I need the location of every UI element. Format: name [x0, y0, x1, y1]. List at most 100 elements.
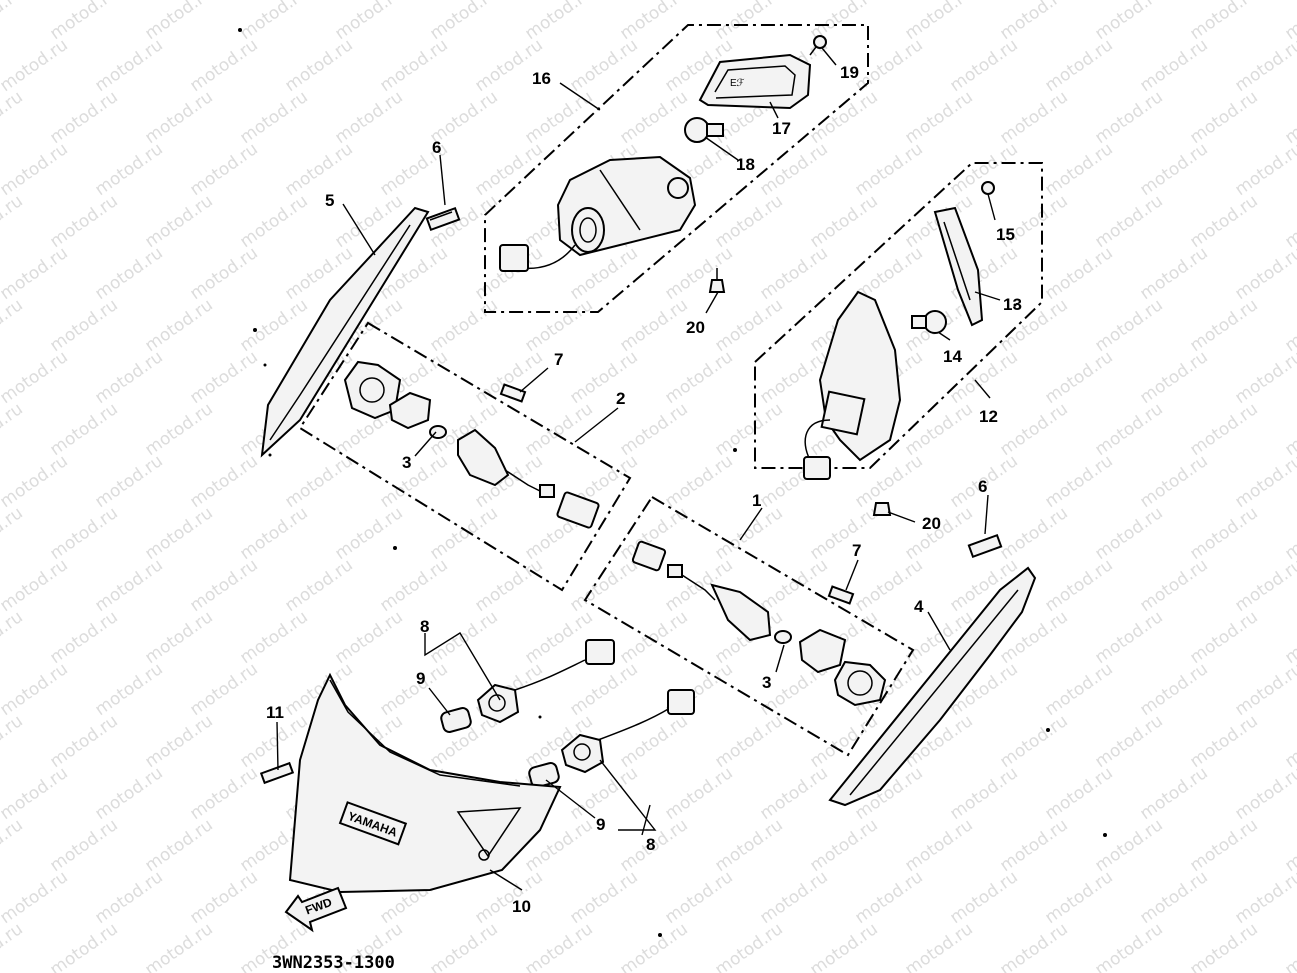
watermark-text: motod.ru	[186, 347, 261, 408]
watermark-text: motod.ru	[331, 87, 406, 148]
watermark-text: motod.ru	[46, 191, 121, 252]
watermark-text: motod.ru	[471, 347, 546, 408]
watermark-text: motod.ru	[996, 815, 1071, 876]
watermark-text: motod.ru	[1041, 555, 1116, 616]
label-20-lower: 20	[922, 514, 941, 533]
watermark-text: motod.ru	[1091, 919, 1166, 973]
watermark-text: motod.ru	[0, 607, 27, 668]
watermark-text: motod.ru	[661, 347, 736, 408]
watermark-text: motod.ru	[376, 555, 451, 616]
watermark-text: motod.ru	[141, 503, 216, 564]
flasher-assembly-12	[803, 290, 902, 480]
flasher-assembly-16	[499, 155, 697, 272]
watermark-text: motod.ru	[426, 607, 501, 668]
watermark-text: motod.ru	[1136, 763, 1211, 824]
watermark-text: motod.ru	[1136, 139, 1211, 200]
watermark-text: motod.ru	[91, 35, 166, 96]
watermark-text: motod.ru	[996, 503, 1071, 564]
label-4: 4	[914, 597, 924, 616]
watermark-text: motod.ru	[186, 555, 261, 616]
scan-specks	[238, 28, 1107, 937]
watermark-text: motod.ru	[946, 867, 1021, 928]
watermark-text: motod.ru	[281, 35, 356, 96]
socket-8-lower	[560, 689, 695, 774]
watermark-text: motod.ru	[616, 607, 691, 668]
label-20-upper: 20	[686, 318, 705, 337]
watermark-text: motod.ru	[1186, 919, 1261, 973]
label-17: 17	[772, 119, 791, 138]
watermark-text: motod.ru	[566, 867, 641, 928]
watermark-text: motod.ru	[1231, 763, 1297, 824]
watermark-text: motod.ru	[616, 295, 691, 356]
watermark-text: motod.ru	[1231, 451, 1297, 512]
watermark-text: motod.ru	[0, 919, 27, 973]
watermark-text: motod.ru	[0, 711, 27, 772]
watermark-text: motod.ru	[1186, 503, 1261, 564]
watermark-text: motod.ru	[0, 139, 72, 200]
watermark-text: motod.ru	[851, 139, 926, 200]
watermark-text: motod.ru	[616, 399, 691, 460]
label-9-upper: 9	[416, 669, 425, 688]
watermark-text: motod.ru	[1041, 35, 1116, 96]
watermark-text: motod.ru	[566, 347, 641, 408]
tail-lamp-assembly-1	[631, 540, 887, 707]
watermark-text: motod.ru	[901, 503, 976, 564]
watermark-text: motod.ru	[376, 659, 451, 720]
watermark-text: motod.ru	[281, 451, 356, 512]
screw-15	[981, 181, 995, 195]
watermark-text: motod.ru	[756, 243, 831, 304]
watermark-text: motod.ru	[91, 867, 166, 928]
watermark-text: motod.ru	[471, 555, 546, 616]
watermark-text: motod.ru	[901, 815, 976, 876]
label-16: 16	[532, 69, 551, 88]
bolt-6-right	[967, 533, 1003, 559]
watermark-text: motod.ru	[141, 815, 216, 876]
watermark-text: motod.ru	[331, 503, 406, 564]
watermark-text: motod.ru	[996, 399, 1071, 460]
watermark-text: motod.ru	[1186, 87, 1261, 148]
flasher-lens-13	[933, 206, 984, 327]
label-7-left: 7	[554, 350, 563, 369]
watermark-text: motod.ru	[1231, 243, 1297, 304]
watermark-text: motod.ru	[1186, 815, 1261, 876]
watermark-text: motod.ru	[806, 191, 881, 252]
label-1: 1	[752, 491, 761, 510]
watermark-text: motod.ru	[281, 555, 356, 616]
watermark-text: motod.ru	[851, 451, 926, 512]
watermark-text: motod.ru	[236, 295, 311, 356]
watermark-text: motod.ru	[0, 503, 27, 564]
watermark-text: motod.ru	[806, 503, 881, 564]
label-8-upper: 8	[420, 617, 429, 636]
group-12-boundary	[754, 162, 1043, 469]
watermark-text: motod.ru	[0, 35, 72, 96]
watermark-text: motod.ru	[711, 191, 786, 252]
watermark-text: motod.ru	[1091, 87, 1166, 148]
watermark-text: motod.ru	[1041, 139, 1116, 200]
watermark-text: motod.ru	[901, 87, 976, 148]
screw-7-left	[499, 383, 527, 403]
watermark-text: motod.ru	[661, 451, 736, 512]
watermark-text: motod.ru	[1231, 867, 1297, 928]
watermark-text: motod.ru	[1231, 35, 1297, 96]
watermark-text: motod.ru	[756, 555, 831, 616]
watermark-text: motod.ru	[1136, 243, 1211, 304]
watermark-text: motod.ru	[46, 503, 121, 564]
group-1-boundary	[583, 495, 915, 757]
watermark-text: motod.ru	[566, 35, 641, 96]
watermark-text: motod.ru	[0, 295, 27, 356]
label-2: 2	[616, 389, 625, 408]
watermark-text: motod.ru	[996, 711, 1071, 772]
watermark-text: motod.ru	[1091, 503, 1166, 564]
bulb-14	[911, 310, 947, 334]
watermark-text: motod.ru	[236, 607, 311, 668]
label-18: 18	[736, 155, 755, 174]
svg-text:Eℱ: Eℱ	[730, 78, 745, 89]
watermark-text: motod.ru	[756, 867, 831, 928]
watermark-text: motod.ru	[91, 763, 166, 824]
watermark-text: motod.ru	[0, 555, 72, 616]
watermark-text: motod.ru	[1136, 347, 1211, 408]
watermark-text: motod.ru	[661, 867, 736, 928]
label-3-left: 3	[402, 453, 411, 472]
